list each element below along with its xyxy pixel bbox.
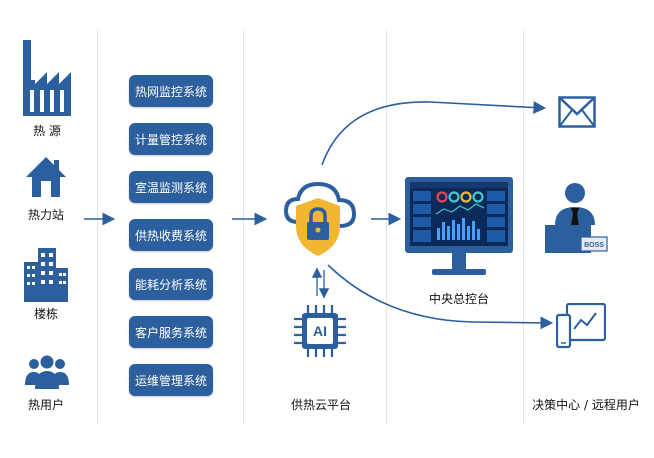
cloud-security-icon [283,181,357,256]
system-customer-service[interactable]: 客户服务系统 [129,316,213,348]
building-icon [24,248,68,302]
monitor-dashboard-icon [405,177,513,275]
house-icon [26,157,66,197]
system-billing[interactable]: 供热收费系统 [129,219,213,251]
system-energy-analysis[interactable]: 能耗分析系统 [129,268,213,300]
control-label: 中央总控台 [428,292,489,306]
column-divider [97,30,98,425]
column-divider [386,30,387,425]
source-label-station: 热力站 [27,208,64,222]
source-label-building: 楼栋 [33,307,58,321]
platform-label: 供热云平台 [290,398,351,412]
users-icon [25,355,69,389]
source-label-heat-source: 热 源 [33,124,61,138]
system-heating-network-monitor[interactable]: 热网监控系统 [129,75,213,107]
outputs-label: 决策中心 / 远程用户 [532,398,640,412]
column-divider [523,30,524,425]
mobile-tablet-icon [556,303,606,349]
arrow-cloud-to-mail [321,101,547,166]
boss-executive-icon: BOSS [545,183,608,253]
system-room-temperature[interactable]: 室温监测系统 [129,171,213,203]
boss-badge-text: BOSS [584,242,604,249]
system-operations[interactable]: 运维管理系统 [129,364,213,396]
mail-icon [558,96,596,128]
arrow-cloud-to-mobile [327,264,554,330]
system-metering-control[interactable]: 计量管控系统 [129,123,213,155]
column-divider [243,30,244,425]
factory-icon [23,40,71,116]
source-label-users: 热用户 [27,398,64,412]
ai-chip-icon: AI [294,305,346,357]
ai-chip-text: AI [313,323,327,339]
